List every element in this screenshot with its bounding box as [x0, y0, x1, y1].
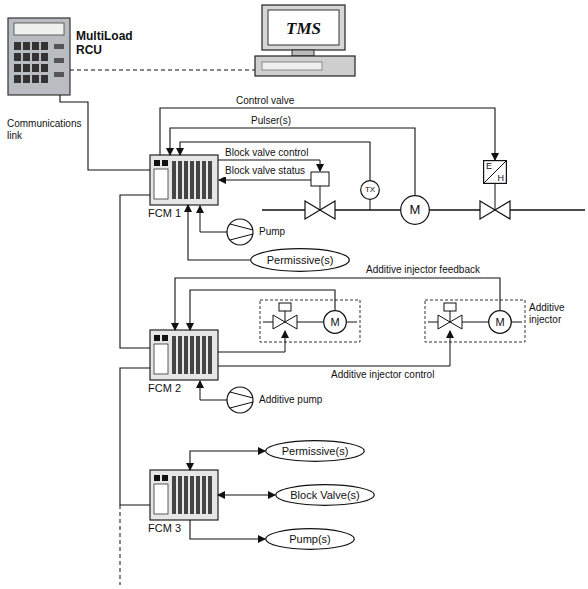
annotation-label: Communications link: [6, 118, 86, 142]
node-label: Pump(s): [289, 533, 331, 546]
signal-label: Control valve: [235, 95, 295, 107]
connector-line: [190, 520, 265, 539]
meter-symbol: M: [488, 310, 512, 334]
node-label: Permissive(s): [267, 254, 334, 267]
transmitter-symbol: TX: [360, 180, 380, 200]
annotation-label: Additive injector: [528, 302, 586, 326]
node-label: TX: [365, 185, 375, 194]
node-label: MultiLoad RCU: [76, 30, 148, 58]
connector-line: [160, 108, 495, 160]
node-label: Permissive(s): [282, 445, 349, 458]
connector-line: [218, 494, 275, 495]
connector-line: [175, 278, 500, 330]
pump-ellipse: Pump(s): [265, 528, 355, 550]
node-label: Block Valve(s): [290, 489, 359, 502]
permissive-ellipse: Permissive(s): [250, 248, 350, 272]
connector-line: [70, 69, 255, 70]
node-label: TMS: [268, 19, 339, 39]
fcm-module: FCM 1: [150, 155, 218, 205]
connector-line: [190, 451, 265, 470]
tms-computer: TMS: [255, 5, 355, 78]
signal-label: Pulser(s): [250, 115, 292, 127]
signal-label: Additive injector feedback: [365, 264, 481, 276]
node-label: FCM 1: [148, 207, 181, 220]
node-label: E: [486, 161, 492, 171]
node-label: M: [330, 316, 339, 329]
meter-symbol: M: [323, 310, 347, 334]
annotation-label: Pump: [258, 226, 286, 238]
annotation-label: Additive pump: [258, 394, 323, 406]
fcm-module: FCM 3: [150, 470, 218, 520]
node-label: FCM 2: [148, 382, 181, 395]
rcu-panel: MultiLoad RCU: [8, 18, 70, 95]
connector-line: [190, 290, 335, 330]
connector-line: [120, 195, 150, 348]
node-label: H: [498, 173, 505, 183]
node-label: FCM 3: [148, 522, 181, 535]
meter-symbol: M: [400, 195, 430, 225]
node-label: M: [410, 203, 421, 218]
connector-line: [120, 368, 150, 505]
permissive-ellipse: Permissive(s): [265, 440, 365, 462]
connector-line: [180, 142, 370, 180]
block-valve-ellipse: Block Valve(s): [275, 484, 375, 506]
annotation-label: Block valve control: [224, 147, 309, 159]
connector-line: [188, 205, 250, 260]
fcm-module: FCM 2: [150, 330, 218, 380]
annotation-label: Additive injector control: [330, 369, 435, 381]
annotation-label: Block valve status: [224, 165, 306, 177]
valve-actuator-box: EH: [483, 160, 507, 184]
node-label: M: [495, 316, 504, 329]
